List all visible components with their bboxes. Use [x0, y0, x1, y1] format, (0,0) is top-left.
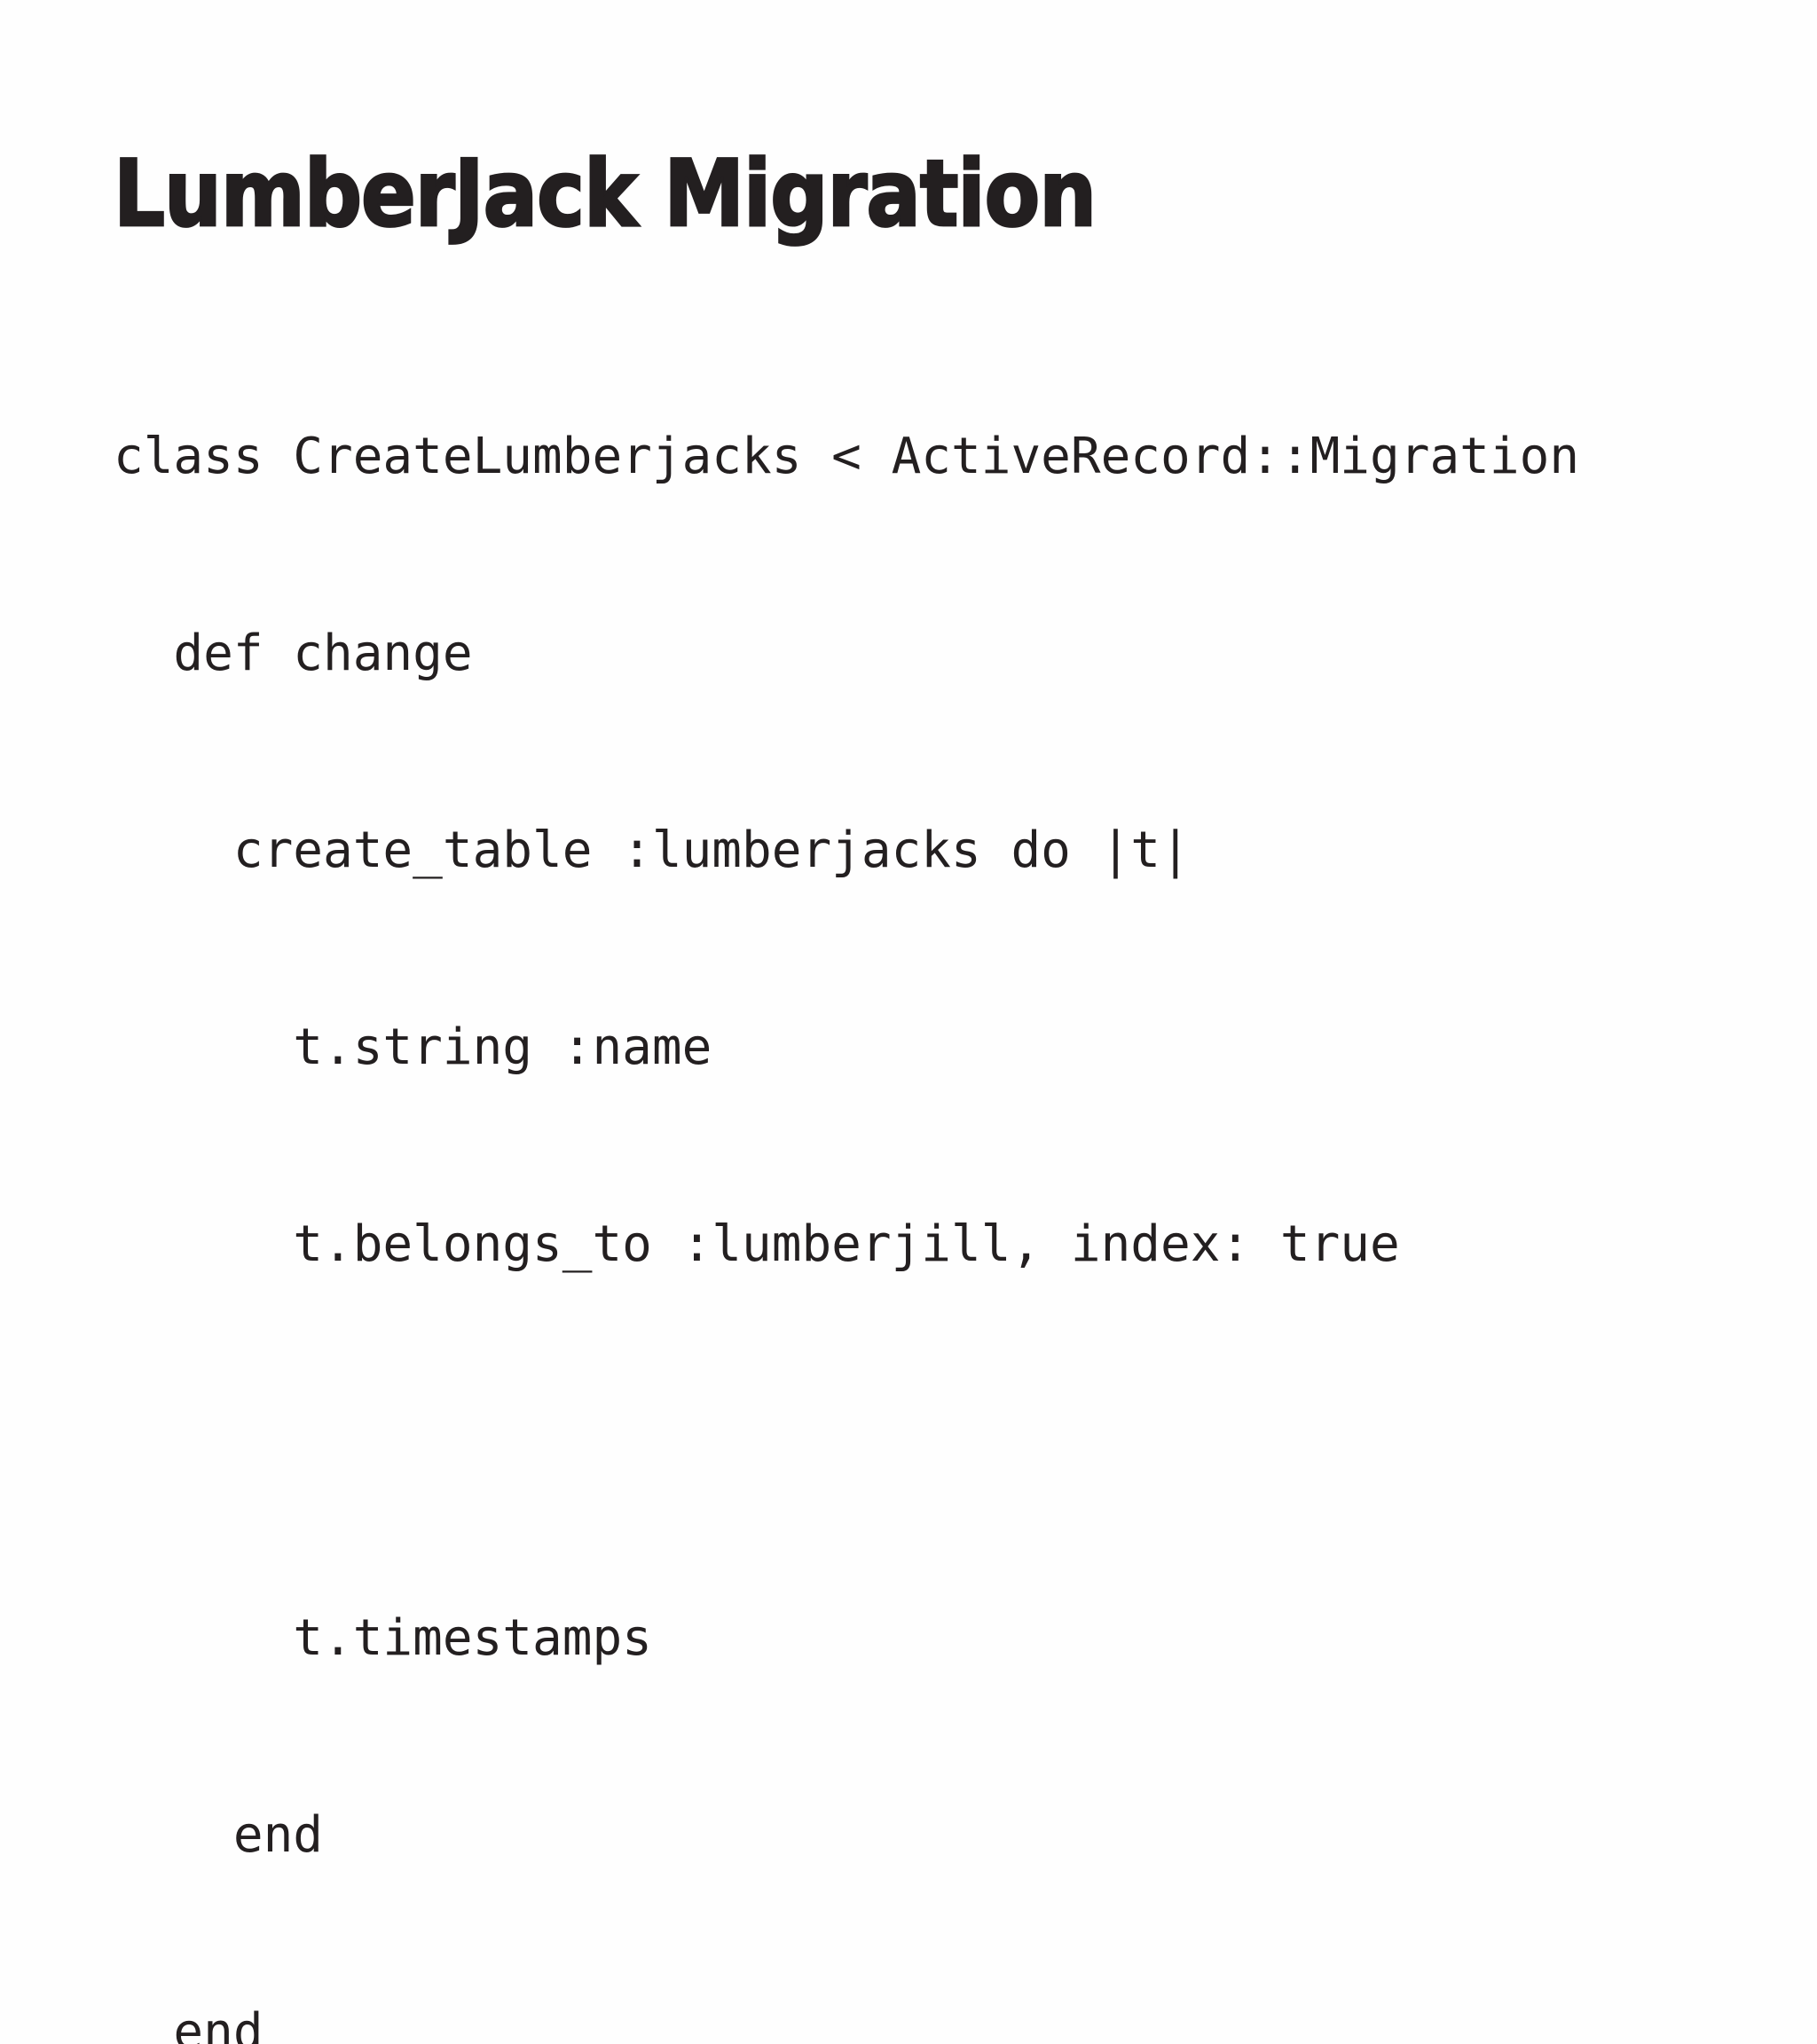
slide: LumberJack Migration class CreateLumberj…	[112, 140, 1580, 2044]
code-line: end	[114, 1806, 324, 1864]
page-title: LumberJack Migration	[113, 140, 1098, 248]
code-line: def change	[114, 625, 473, 682]
code-line-blank	[114, 1409, 1579, 1474]
code-line: end	[114, 2003, 264, 2044]
code-block: class CreateLumberjacks < ActiveRecord::…	[114, 293, 1579, 2044]
code-line: class CreateLumberjacks < ActiveRecord::…	[114, 428, 1580, 485]
code-line: t.timestamps	[114, 1609, 652, 1667]
code-line: create_table :lumberjacks do |t|	[114, 822, 1191, 879]
code-line: t.belongs_to :lumberjill, index: true	[114, 1215, 1400, 1273]
code-line: t.string :name	[114, 1018, 712, 1076]
